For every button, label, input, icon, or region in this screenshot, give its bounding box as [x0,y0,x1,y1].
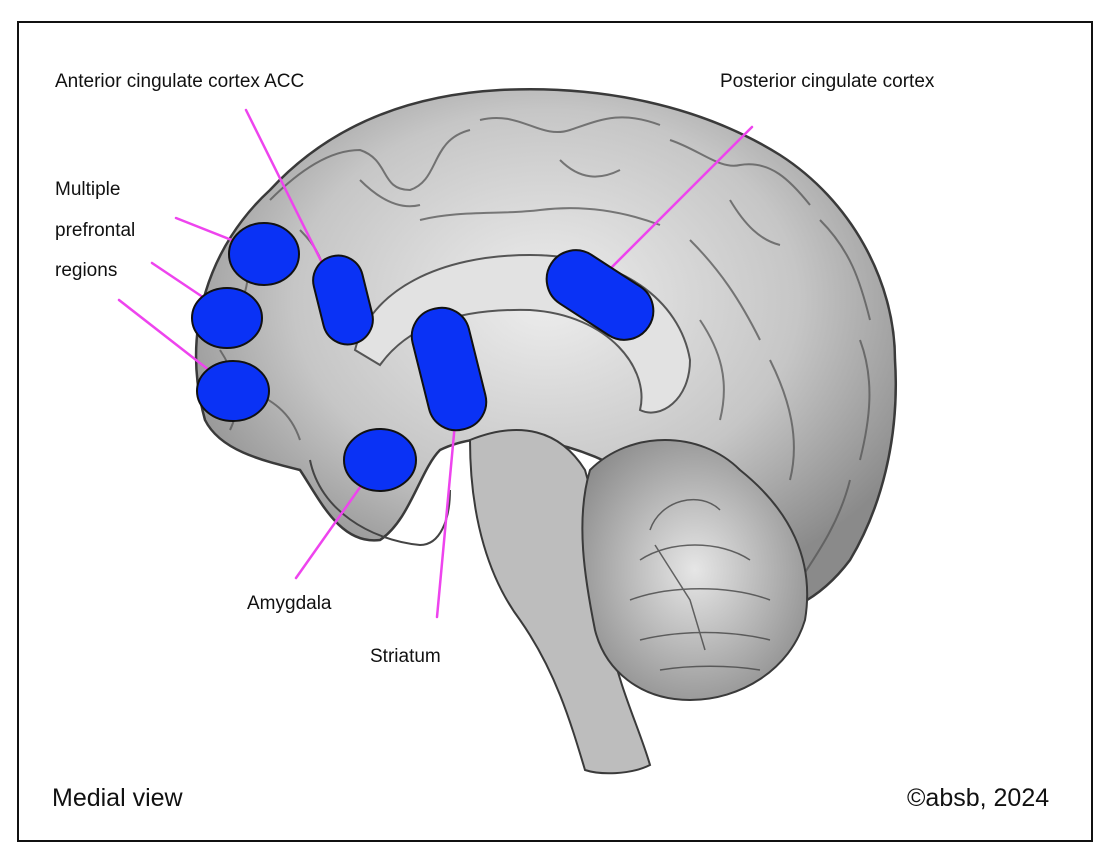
label-prefrontal-line1: Multiple [55,179,121,200]
amygdala-region [343,428,417,492]
footer-copyright: ©absb, 2024 [907,784,1050,812]
label-pcc: Posterior cingulate cortex [720,71,935,92]
leader-line-pcc [592,125,754,287]
highlighted-regions [191,222,655,492]
label-acc: Anterior cingulate cortex ACC [55,71,305,92]
label-prefrontal-line3: regions [55,260,118,281]
label-amygdala: Amygdala [247,593,332,614]
cerebellum-folia [629,498,771,671]
brainstem [468,429,652,775]
acc-region [312,254,374,346]
prefrontal-region-upper [228,222,300,286]
footer-view-label: Medial view [52,784,183,812]
striatum-region [410,306,488,432]
pcc-region [545,249,655,341]
prefrontal-region-middle [191,287,263,349]
label-prefrontal-line2: prefrontal [55,220,136,241]
cerebellum [581,439,809,702]
label-striatum: Striatum [370,646,441,667]
prefrontal-region-lower [196,360,270,422]
